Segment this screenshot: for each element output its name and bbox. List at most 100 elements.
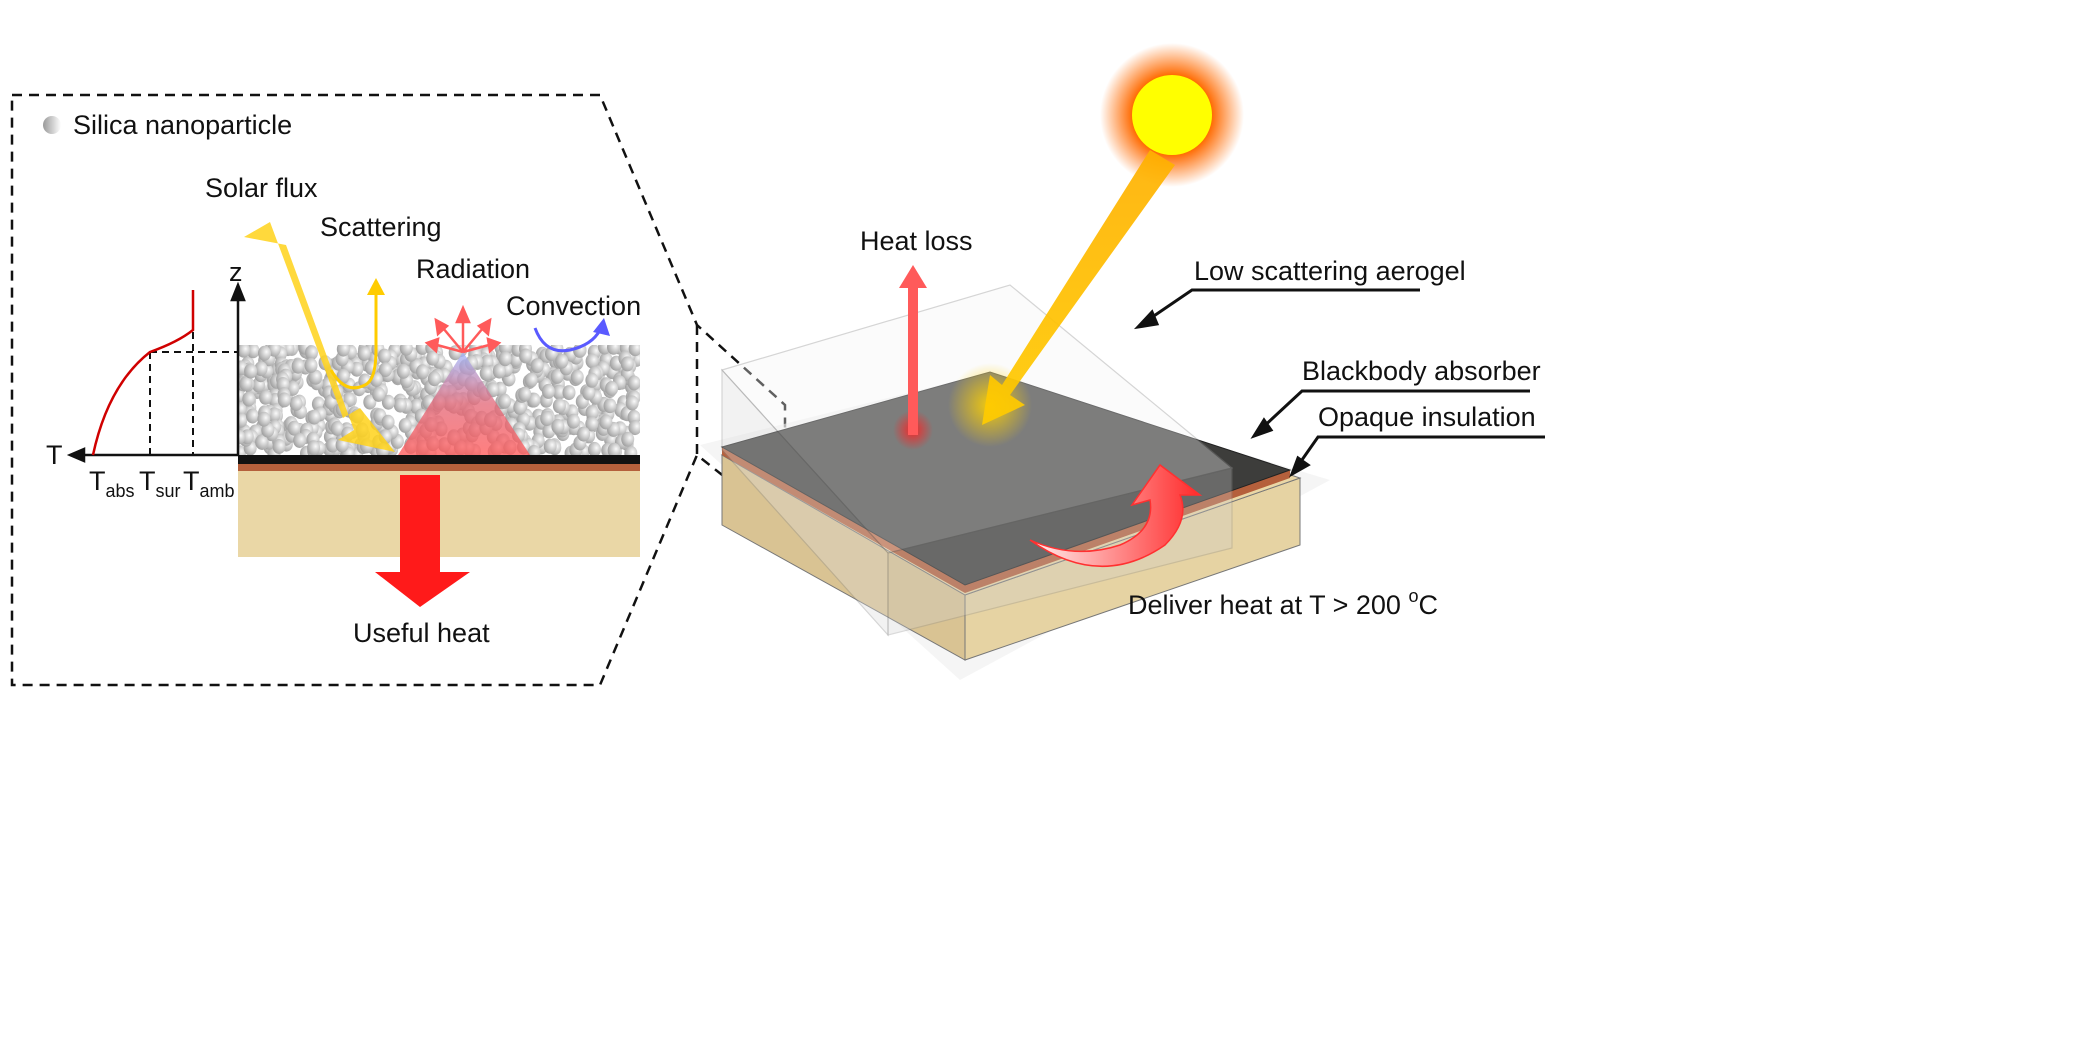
solar-flux-label: Solar flux xyxy=(205,173,318,203)
silica-particle xyxy=(550,368,564,384)
silica-particle xyxy=(372,386,386,402)
silica-particle xyxy=(381,414,395,430)
insulation-label: Opaque insulation xyxy=(1318,402,1536,432)
radiation-arrows xyxy=(424,304,502,354)
silica-particle xyxy=(238,429,246,445)
silica-particle xyxy=(628,420,640,436)
silica-particle xyxy=(238,345,251,358)
silica-particle xyxy=(524,372,538,388)
silica-particle xyxy=(541,383,555,399)
t-sur-label: Tsur xyxy=(139,466,181,501)
silica-particle xyxy=(326,437,340,453)
silica-particle xyxy=(246,408,259,424)
legend-label: Silica nanoparticle xyxy=(73,110,292,140)
silica-particle xyxy=(257,411,271,427)
silica-particle xyxy=(393,397,407,413)
zoom-outline xyxy=(10,93,787,687)
nanoparticle-legend-icon xyxy=(43,116,61,134)
silica-particle xyxy=(562,385,576,401)
heat-loss-arrow xyxy=(908,285,918,435)
silica-particle xyxy=(498,393,512,409)
silica-particle xyxy=(291,358,305,374)
silica-particle xyxy=(254,361,268,377)
silica-particle xyxy=(599,414,613,430)
absorber-label: Blackbody absorber xyxy=(1302,356,1541,386)
scattering-label: Scattering xyxy=(320,212,442,242)
heat-loss-label: Heat loss xyxy=(860,226,973,256)
silica-particle xyxy=(513,400,527,415)
silica-particle xyxy=(588,441,601,455)
useful-heat-arrow xyxy=(375,475,470,607)
silica-particle xyxy=(607,442,621,455)
silica-particle xyxy=(398,418,412,433)
solar-beam-arrow xyxy=(982,150,1175,425)
silica-particle xyxy=(289,396,303,411)
absorber-layer xyxy=(238,455,640,464)
aerogel-label: Low scattering aerogel xyxy=(1194,256,1466,286)
silica-particle xyxy=(498,351,512,367)
callout-leaders xyxy=(1133,288,1545,478)
silica-particle xyxy=(570,369,584,385)
silica-particle xyxy=(378,348,391,364)
radiation-label: Radiation xyxy=(416,254,530,284)
silica-particle xyxy=(238,412,248,428)
silica-particle xyxy=(416,364,429,380)
silica-particle xyxy=(399,345,413,356)
copper-layer xyxy=(238,463,640,471)
useful-heat-label: Useful heat xyxy=(353,618,490,648)
silica-particle xyxy=(585,353,599,369)
silica-particle xyxy=(479,365,493,381)
silica-particle xyxy=(628,345,640,357)
silica-particle xyxy=(379,362,392,378)
silica-particle xyxy=(305,345,318,361)
deliver-heat-label: Deliver heat at T > 200 oC xyxy=(1128,586,1438,620)
t-abs-label: Tabs xyxy=(89,466,135,501)
silica-particle xyxy=(519,348,533,364)
temperature-profile-axes xyxy=(66,281,246,463)
silica-particle xyxy=(336,345,350,357)
t-axis-label: T xyxy=(46,440,63,470)
convection-label: Convection xyxy=(506,291,641,321)
solar-flux-arrow xyxy=(244,222,395,452)
temperature-guides xyxy=(149,332,238,455)
silica-particle xyxy=(540,411,554,427)
silica-particle xyxy=(242,391,256,407)
silica-particle xyxy=(272,439,286,454)
silica-particle xyxy=(567,413,580,429)
silica-particle xyxy=(307,409,321,425)
silica-particle xyxy=(427,371,441,387)
silica-particle xyxy=(585,416,599,432)
silica-particle xyxy=(552,384,566,400)
silica-particle xyxy=(577,426,591,442)
convection-arrow xyxy=(533,327,602,353)
deliver-heat-arrow xyxy=(1029,463,1203,568)
silica-particle xyxy=(530,358,544,374)
temperature-curve xyxy=(91,290,195,456)
silica-particle xyxy=(607,345,620,355)
silica-particle xyxy=(555,353,569,369)
z-axis-label: z xyxy=(229,257,243,287)
silica-particle xyxy=(363,394,377,410)
silica-particle xyxy=(627,375,640,391)
silica-particle xyxy=(308,369,322,385)
silica-particle xyxy=(259,389,272,405)
sun-icon xyxy=(1132,75,1212,155)
silica-particle xyxy=(307,440,321,455)
silica-particle xyxy=(552,398,566,414)
silica-particle xyxy=(620,356,634,372)
silica-particle xyxy=(492,363,506,379)
silica-particle xyxy=(277,392,291,408)
blackbody-absorber xyxy=(720,371,1292,586)
silica-particle xyxy=(605,381,619,396)
silica-particle xyxy=(527,445,541,455)
silica-particle xyxy=(624,445,638,455)
silica-particle xyxy=(625,395,639,411)
silica-particle xyxy=(543,438,557,454)
silica-particle xyxy=(603,398,617,414)
silica-particle xyxy=(255,434,269,450)
silica-particle xyxy=(304,357,318,373)
silica-particle xyxy=(293,433,307,448)
scattering-arrow xyxy=(329,292,378,390)
